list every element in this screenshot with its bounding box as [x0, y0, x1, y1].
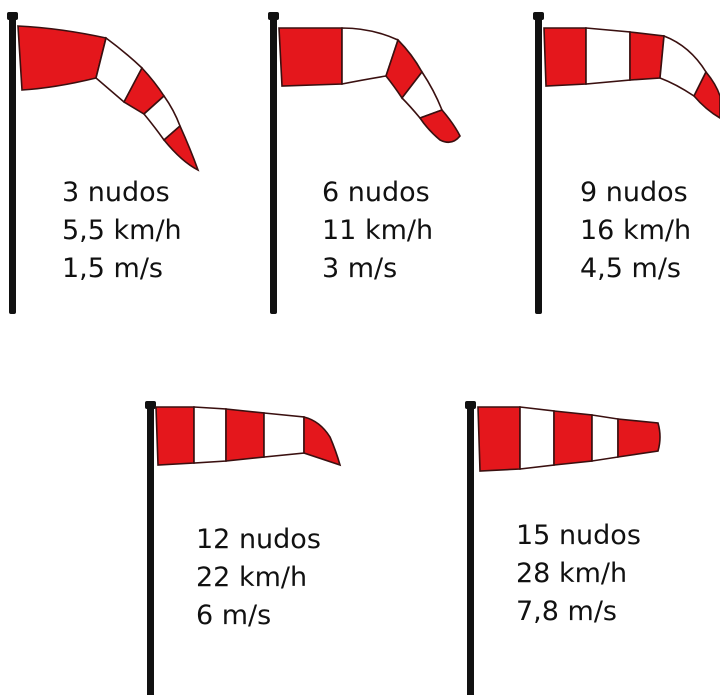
pole [9, 12, 16, 314]
speed-kmh: 28 km/h [516, 555, 641, 593]
sock-segment-red [226, 409, 264, 461]
pole [147, 403, 154, 695]
sock-segment-red [554, 411, 592, 465]
sock-segment-white [194, 407, 226, 463]
speed-kmh: 16 km/h [580, 212, 691, 250]
sock-segment-white [592, 415, 618, 461]
windsock-panel-12-knots: 12 nudos 22 km/h 6 m/s [140, 395, 380, 695]
speed-ms: 4,5 m/s [580, 250, 691, 288]
windsock-panel-6-knots: 6 nudos 11 km/h 3 m/s [262, 0, 492, 330]
sock-segment-white [586, 28, 630, 84]
speed-labels: 9 nudos 16 km/h 4,5 m/s [580, 174, 691, 288]
pole [467, 403, 474, 695]
speed-ms: 6 m/s [196, 597, 321, 635]
pole [535, 12, 542, 314]
speed-ms: 1,5 m/s [62, 250, 182, 288]
sock-segment-red [279, 28, 342, 86]
speed-kmh: 22 km/h [196, 559, 321, 597]
speed-ms: 3 m/s [322, 250, 433, 288]
sock-segment-red [618, 419, 660, 457]
sock-segment-red [478, 407, 520, 471]
speed-labels: 6 nudos 11 km/h 3 m/s [322, 174, 433, 288]
sock-segment-red [544, 28, 586, 86]
sock-segment-white [520, 407, 554, 469]
windsock-panel-3-knots: 3 nudos 5,5 km/h 1,5 m/s [0, 0, 230, 330]
sock-segment-red [304, 417, 340, 465]
speed-knots: 6 nudos [322, 174, 433, 212]
speed-kmh: 5,5 km/h [62, 212, 182, 250]
speed-labels: 15 nudos 28 km/h 7,8 m/s [516, 517, 641, 631]
windsock-panel-9-knots: 9 nudos 16 km/h 4,5 m/s [530, 0, 720, 330]
speed-knots: 3 nudos [62, 174, 182, 212]
sock-segment-red [630, 32, 664, 80]
sock-segment-white [264, 413, 304, 457]
speed-ms: 7,8 m/s [516, 593, 641, 631]
speed-kmh: 11 km/h [322, 212, 433, 250]
windsock-panel-15-knots: 15 nudos 28 km/h 7,8 m/s [460, 395, 700, 695]
sock-segment-red [156, 407, 194, 465]
speed-knots: 15 nudos [516, 517, 641, 555]
sock-segment-red [18, 26, 106, 90]
speed-knots: 9 nudos [580, 174, 691, 212]
speed-labels: 12 nudos 22 km/h 6 m/s [196, 521, 321, 635]
speed-labels: 3 nudos 5,5 km/h 1,5 m/s [62, 174, 182, 288]
pole [270, 12, 277, 314]
speed-knots: 12 nudos [196, 521, 321, 559]
